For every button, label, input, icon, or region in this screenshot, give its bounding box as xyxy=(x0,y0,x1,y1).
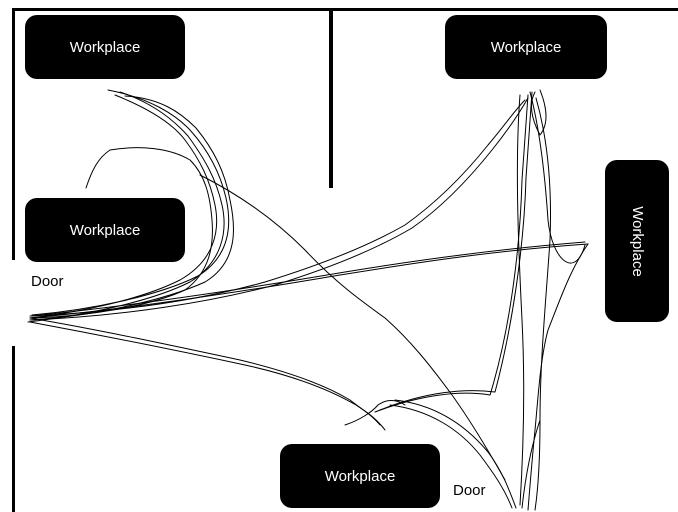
trajectory xyxy=(394,399,517,509)
wall-top xyxy=(12,8,678,11)
trajectory xyxy=(379,91,533,411)
trajectory xyxy=(31,241,586,317)
workplace-top-right: Workplace xyxy=(445,15,607,79)
wall-partition xyxy=(329,8,333,188)
trajectory xyxy=(31,89,230,316)
workplace-label: Workplace xyxy=(69,38,141,56)
workplace-label: Workplace xyxy=(69,221,141,239)
trajectory xyxy=(29,321,386,431)
trajectory xyxy=(344,400,406,426)
trajectory xyxy=(389,404,513,509)
trajectory xyxy=(521,419,541,509)
trajectory xyxy=(29,243,589,319)
trajectory xyxy=(529,91,586,264)
trajectory xyxy=(527,243,589,511)
wall-left-lower xyxy=(12,346,15,512)
trajectory xyxy=(29,97,529,321)
wall-left-upper xyxy=(12,8,15,260)
door-label-bottom: Door xyxy=(453,482,486,499)
workplace-label: Workplace xyxy=(324,467,396,485)
workplace-label: Workplace xyxy=(490,38,562,56)
workplace-bottom: Workplace xyxy=(280,444,440,508)
trajectory xyxy=(29,99,526,317)
trajectory xyxy=(199,174,506,481)
workplace-middle-left: Workplace xyxy=(25,198,185,262)
door-label-left: Door xyxy=(31,273,64,290)
workplace-right: Workplace xyxy=(605,160,669,322)
trajectory xyxy=(530,89,547,136)
trajectory xyxy=(374,94,529,413)
trajectory xyxy=(516,94,525,506)
trajectory xyxy=(29,317,381,426)
trajectory xyxy=(33,147,213,319)
trajectory xyxy=(534,97,551,511)
workplace-top-left: Workplace xyxy=(25,15,185,79)
trajectory xyxy=(27,91,225,323)
workplace-label: Workplace xyxy=(628,205,646,277)
